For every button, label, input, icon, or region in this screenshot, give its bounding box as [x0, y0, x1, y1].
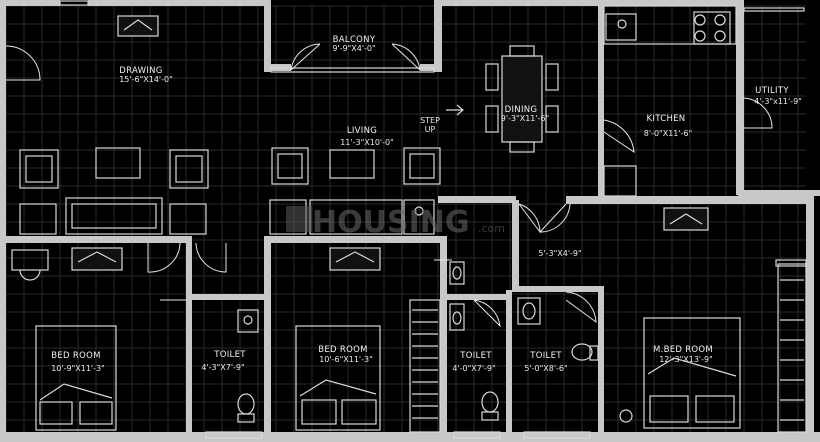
toilet3-size: 5'-0"X8'-6" — [524, 364, 567, 373]
balcony-label: BALCONY — [333, 35, 376, 45]
dining-label: DINING — [505, 105, 538, 115]
passage-size: 5'-3"X4'-9" — [538, 249, 581, 258]
dining-size: 9'-3"X11'-6" — [501, 114, 549, 123]
drawing-size: 15'-6"X14'-0" — [119, 75, 173, 84]
room-labels: DRAWING 15'-6"X14'-0" BALCONY 9'-9"X4'-0… — [51, 35, 802, 373]
watermark-suffix: .com — [478, 222, 505, 235]
bedroom1-size: 10'-9"X11'-3" — [51, 364, 105, 373]
toilet1-size: 4'-3"X7'-9" — [201, 363, 244, 372]
doors — [5, 43, 773, 328]
bedroom2-label: BED ROOM — [318, 345, 367, 355]
bedroom1-label: BED ROOM — [51, 351, 100, 361]
bedroom2-size: 10'-6"X11'-3" — [319, 355, 373, 364]
toilet2-size: 4'-0"X7'-9" — [452, 364, 495, 373]
balcony-size: 9'-9"X4'-0" — [332, 44, 375, 53]
utility-label: UTILITY — [755, 86, 789, 96]
watermark-text: HOUSING — [312, 205, 469, 240]
step-up-label-line2: UP — [425, 125, 436, 134]
master-bedroom-size: 12'-3"X13'-9" — [659, 355, 713, 364]
kitchen-size: 8'-0"X11'-6" — [644, 129, 692, 138]
toilet1-label: TOILET — [213, 350, 246, 360]
step-up-label-line1: STEP — [420, 116, 440, 125]
living-label: LIVING — [347, 126, 377, 136]
master-bedroom-label: M.BED ROOM — [653, 345, 713, 355]
windows — [59, 0, 807, 439]
living-size: 11'-3"X10'-0" — [340, 138, 394, 147]
floor-tile-grid — [5, 5, 806, 432]
toilet2-label: TOILET — [459, 351, 492, 361]
kitchen-label: KITCHEN — [647, 114, 686, 124]
furniture — [11, 5, 741, 431]
toilet3-label: TOILET — [529, 351, 562, 361]
housing-watermark: HOUSING .com — [286, 205, 505, 240]
drawing-label: DRAWING — [119, 66, 162, 76]
utility-size: 4'-3"x11'-9" — [754, 97, 802, 106]
